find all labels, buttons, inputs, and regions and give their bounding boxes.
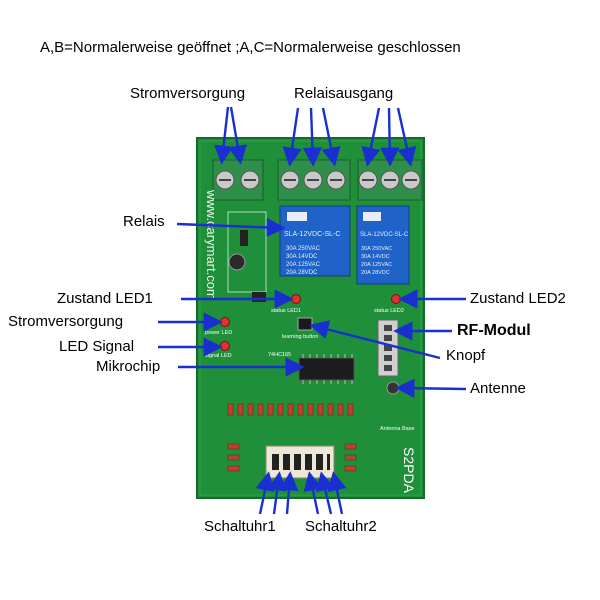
relay-1: SLA-12VDC-SL-C 30A 250VAC 30A 14VDC 20A … <box>279 205 351 277</box>
arrow-timer1-1 <box>255 471 275 515</box>
arrow-relais <box>176 217 286 238</box>
arrow-relay-out-4 <box>361 107 381 167</box>
label-stromversorgung-left: Stromversorgung <box>8 313 124 330</box>
label-stromversorgung-top: Stromversorgung <box>130 85 246 102</box>
relay1-rating-1: 30A 250VAC <box>286 246 321 252</box>
power-led <box>220 317 230 327</box>
relay2-terminal-block <box>357 159 423 201</box>
relay1-model: SLA-12VDC-SL-C <box>284 231 340 238</box>
relay2-rating-4: 20A 28VDC <box>361 270 390 276</box>
arrow-relay-out-3 <box>321 107 341 167</box>
arrow-knopf <box>309 320 441 360</box>
arrow-timer2-1 <box>303 471 323 515</box>
arrow-relay-out-1 <box>282 107 302 167</box>
status-led2 <box>391 294 401 304</box>
learning-button <box>297 317 313 331</box>
label-schaltuhr2: Schaltuhr2 <box>305 518 377 535</box>
capacitor <box>228 253 246 271</box>
microchip <box>298 357 355 381</box>
relay2-rating-2: 30A 14VDC <box>361 254 390 260</box>
label-led-signal: LED Signal <box>59 338 135 355</box>
relay2-rating-3: 20A 125VAC <box>361 262 392 268</box>
label-zustand-led1: Zustand LED1 <box>57 290 153 307</box>
status-led1-label: status LED1 <box>271 308 301 314</box>
label-relais: Relais <box>123 213 165 230</box>
arrow-relay-out-6 <box>396 107 417 167</box>
board-model: S2PDA <box>401 447 417 494</box>
microchip-label: 74HC165 <box>268 352 291 358</box>
label-rf-modul: RF-Modul <box>457 322 531 339</box>
label-knopf: Knopf <box>446 347 486 364</box>
label-antenne: Antenne <box>470 380 526 397</box>
arrow-timer1-3 <box>279 471 299 515</box>
antenna-base-label: Antenna Base <box>380 426 415 432</box>
arrow-relay-out-5 <box>380 107 400 167</box>
relay1-rating-3: 20A 125VAC <box>286 262 321 268</box>
relay-2: SLA-12VDC-SL-C 30A 250VAC 30A 14VDC 20A … <box>356 205 410 285</box>
label-zustand-led2: Zustand LED2 <box>470 290 566 307</box>
signal-led <box>220 341 230 351</box>
signal-led-label: signal LED <box>205 353 232 359</box>
power-led-label: power LED <box>205 330 232 336</box>
arrow-timer2-2 <box>315 471 335 515</box>
arrow-relay-out-2 <box>302 107 323 167</box>
antenna-base <box>386 381 400 395</box>
arrow-power-2 <box>228 106 248 165</box>
status-led2-label: status LED2 <box>374 308 404 314</box>
power-terminal-block <box>212 159 264 201</box>
relay2-rating-1: 30A 250VAC <box>361 246 392 252</box>
arrow-timer2-3 <box>327 471 347 515</box>
label-mikrochip: Mikrochip <box>96 358 161 375</box>
status-led1 <box>291 294 301 304</box>
label-schaltuhr1: Schaltuhr1 <box>204 518 276 535</box>
relay1-rating-4: 20A 28VDC <box>286 270 318 276</box>
label-relaisausgang: Relaisausgang <box>294 85 394 102</box>
arrow-timer1-2 <box>267 471 287 515</box>
header-caption: A,B=Normalerweise geöffnet ;A,C=Normaler… <box>40 39 461 56</box>
relay2-model: SLA-12VDC-SL-C <box>360 232 409 238</box>
board-website: www.carymart.com <box>204 189 219 300</box>
arrow-power-1 <box>214 106 234 165</box>
arrow-antenne <box>395 378 467 398</box>
relay1-terminal-block <box>277 159 351 201</box>
relay1-rating-2: 30A 14VDC <box>286 254 318 260</box>
learning-button-label: learning button <box>282 334 318 340</box>
